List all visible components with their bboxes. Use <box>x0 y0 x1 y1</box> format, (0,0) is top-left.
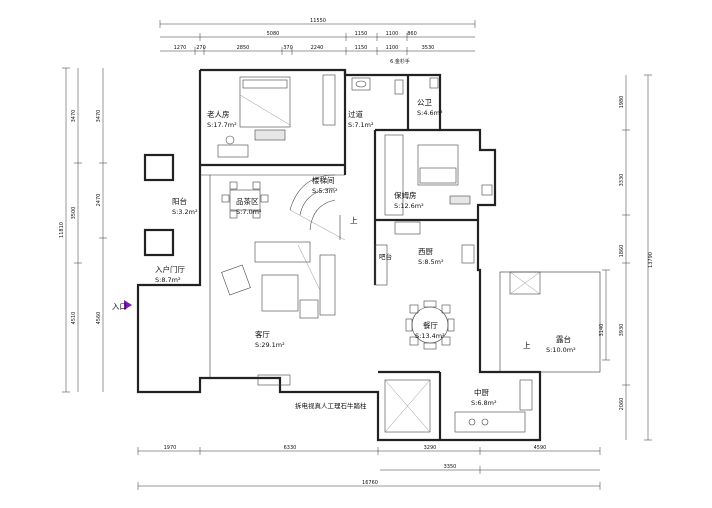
left-dimensions: 11810 3470 3500 4510 3470 2470 4560 <box>59 67 107 393</box>
dim-top-r1-3: 860 <box>407 31 417 37</box>
dim-top-r1-2: 1100 <box>386 31 399 37</box>
dim-top-r2-5: 1150 <box>355 45 368 51</box>
room-area-stair: S:5.3m² <box>312 187 338 195</box>
walls <box>136 68 542 442</box>
room-area-terrace: S:10.0m² <box>546 346 576 354</box>
room-name-balcony: 阳台 <box>172 196 187 206</box>
room-area-kitchen: S:6.8m² <box>471 399 497 407</box>
room-name-tea: 品茶区 <box>236 196 259 206</box>
dim-right-outer-4: 2060 <box>619 398 625 411</box>
room-name-western: 西厨 <box>418 247 433 256</box>
top-dimensions: 11550 5080 1150 1100 860 1270 270 2850 3… <box>159 18 476 65</box>
room-area-nanny: S:12.6m² <box>394 202 424 210</box>
dim-top-r2-4: 2240 <box>311 45 324 51</box>
room-area-entry: S:8.7m² <box>155 276 181 284</box>
furniture <box>124 74 601 433</box>
room-area-corridor: S:7.1m² <box>348 121 374 129</box>
room-name-elder: 老人房 <box>207 109 230 119</box>
fireplace-note: 拆电视真人工理石牛踏柱 <box>295 401 367 410</box>
entrance-label: 入口 <box>112 302 127 311</box>
dim-left-inner-1: 2470 <box>96 194 102 207</box>
room-name-dining: 餐厅 <box>423 321 438 330</box>
elder-bed <box>239 76 291 128</box>
room-area-living: S:29.1m² <box>255 341 285 349</box>
room-area-elder: S:17.7m² <box>207 121 237 129</box>
dim-left-total: 11810 <box>59 222 65 238</box>
bar-counter <box>374 244 388 286</box>
dim-left-inner-0: 3470 <box>96 110 102 123</box>
room-area-bath: S:4.6m² <box>417 109 443 117</box>
dim-right-outer-0: 1980 <box>619 96 625 109</box>
coffee-table <box>261 274 299 312</box>
dim-top-r2-0: 1270 <box>174 45 187 51</box>
dim-right-inner-0: 3140 <box>599 324 605 337</box>
stair-spiral <box>289 174 336 211</box>
dim-bottom-r1-1: 6330 <box>284 445 297 451</box>
room-name-corridor: 过道 <box>348 109 363 119</box>
dim-top-r2-7: 3530 <box>422 45 435 51</box>
dim-left-outer-0: 3470 <box>71 110 77 123</box>
stair-up-label: 上 <box>350 216 358 225</box>
entrance-arrow-icon <box>124 300 132 310</box>
dim-top-r2-6: 1100 <box>386 45 399 51</box>
top-note: 6.金杉手 <box>390 58 410 65</box>
bottom-dimensions: 1970 6330 3290 4590 3350 16760 <box>137 445 601 490</box>
right-dimensions: 13790 1980 3330 1860 3930 2060 3140 <box>599 74 654 441</box>
dim-left-inner-2: 4560 <box>96 312 102 325</box>
dim-top-r2-1: 270 <box>196 45 206 51</box>
elevator <box>384 379 431 433</box>
dim-top-r1-0: 5080 <box>267 31 280 37</box>
room-area-dining: S:13.4m² <box>415 332 445 340</box>
dim-bottom-r1-0: 1970 <box>164 445 177 451</box>
dim-right-outer-1: 3330 <box>619 174 625 187</box>
counter-label: 吧台 <box>379 252 392 261</box>
room-labels: 老人房 S:17.7m² 过道 S:7.1m² 公卫 S:4.6m² 楼梯间 S… <box>112 98 576 410</box>
room-name-kitchen: 中厨 <box>474 387 489 397</box>
dim-top-r1-1: 1150 <box>355 31 368 37</box>
dim-bottom-r2: 3350 <box>444 464 457 470</box>
dim-bottom-r1-2: 3290 <box>424 445 437 451</box>
room-name-bath: 公卫 <box>417 98 432 107</box>
terrace-up-label: 上 <box>523 341 531 350</box>
room-name-stair: 楼梯间 <box>312 175 335 185</box>
room-area-balcony: S:3.2m² <box>172 208 198 216</box>
dim-top-r2-3: 370 <box>283 45 293 51</box>
tea-table <box>229 189 261 211</box>
dim-left-outer-2: 4510 <box>71 312 77 325</box>
room-name-living: 客厅 <box>255 329 270 339</box>
room-name-entry: 入户门厅 <box>155 264 185 274</box>
sofa-main <box>254 241 311 263</box>
dim-right-total: 13790 <box>648 252 654 268</box>
room-name-terrace: 露台 <box>556 334 571 344</box>
dim-right-outer-3: 3930 <box>619 324 625 337</box>
dim-bottom-r1-3: 4590 <box>534 445 547 451</box>
room-area-tea: S:7.0m² <box>236 208 262 216</box>
dim-top-total: 11550 <box>310 18 326 24</box>
dim-bottom-total: 16760 <box>362 480 378 486</box>
dim-left-outer-1: 3500 <box>71 207 77 220</box>
dim-right-outer-2: 1860 <box>619 245 625 258</box>
room-area-western: S:8.5m² <box>418 258 444 266</box>
room-name-nanny: 保姆房 <box>394 190 417 200</box>
dim-top-r2-2: 2850 <box>237 45 250 51</box>
